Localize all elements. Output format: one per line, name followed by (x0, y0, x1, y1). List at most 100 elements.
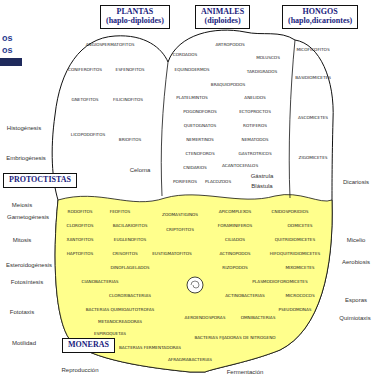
taxon-label: ZIGOMICETES (299, 156, 328, 160)
taxon-label: FORAMINIFEROS (218, 224, 252, 228)
taxon-label: CIANOBACTERIAS (82, 280, 119, 284)
process-label: Embriogénesis (6, 155, 46, 161)
kingdom-name: PLANTAS (106, 8, 164, 17)
ploidy-note: (haplo,dicariontes) (288, 17, 352, 26)
taxon-label: RIZOPODOS (222, 266, 247, 270)
taxon-label: EUSTIGMATOFITOS (152, 252, 192, 256)
taxon-label: ANELIDOS (244, 96, 265, 100)
taxon-label: AFRAGMABACTERIAS (168, 358, 212, 362)
process-label: Fotosíntesis (11, 279, 43, 285)
taxon-label: BRIOFITOS (119, 138, 141, 142)
taxon-label: BASIDIOMICETES (295, 76, 331, 80)
process-label: Fermentación (227, 369, 264, 375)
taxon-label: BACTERIAS QUIMIOAUTOTROFAS (86, 308, 155, 312)
taxon-label: ACANTOCEFALOS (222, 164, 258, 168)
taxon-label: XANTOFITOS (67, 238, 94, 242)
taxon-label: OMNIBACTERIAS (241, 316, 276, 320)
taxon-label: ASCOMICETES (298, 116, 328, 120)
fragment-text: os (2, 46, 13, 55)
taxon-label: CNIDOSPORIDIOS (272, 210, 309, 214)
taxon-label: HAPTOFITOS (67, 252, 94, 256)
taxon-label: ACTINOPODOS (220, 252, 251, 256)
kingdom-heading-box: HONGOS(haplo,dicariontes) (282, 5, 358, 29)
taxon-label: PSEUDOMONAS (279, 308, 312, 312)
kingdom-heading-box: PLANTAS(haplo-diploides) (100, 5, 170, 29)
taxon-label: CILIADOS (225, 238, 245, 242)
taxon-label: AEROENDOSPORAS (185, 316, 226, 320)
taxon-label: BRAQUIOPODOS (211, 83, 245, 87)
taxon-label: EUGLENOFITOS (114, 238, 147, 242)
taxon-label: CRISOFITOS (112, 252, 137, 256)
process-label: Fototaxis (10, 309, 34, 315)
process-label: Quimiotaxis (339, 315, 370, 321)
taxon-label: CLOROXIBACTERIAS (109, 294, 151, 298)
taxon-label: QUITRIDIOMICETES (275, 238, 315, 242)
taxon-label: ROTIFEROS (243, 124, 267, 128)
process-label: Reproducción (61, 367, 98, 373)
taxon-label: FEOFITOS (110, 210, 131, 214)
kingdom-name: HONGOS (288, 8, 352, 17)
taxon-label: GASTROTRICOS (238, 152, 271, 156)
taxon-label: ECTOPROCTOS (239, 110, 271, 114)
taxon-label: OOMICETES (288, 224, 313, 228)
ploidy-note: (haplo-diploides) (106, 17, 164, 26)
taxon-label: CORDADOS (173, 53, 197, 57)
process-label: Esporas (345, 297, 367, 303)
taxon-label: HIFOQUITRIDIOMICETES (270, 252, 320, 256)
tree-outline (52, 30, 333, 372)
taxon-label: BACILARIOFITOS (113, 224, 148, 228)
taxon-label: CLOROFITOS (67, 224, 94, 228)
taxon-label: LICOPODOFITOS (71, 133, 105, 137)
taxon-label: MOLUSCOS (256, 56, 280, 60)
taxon-label: MIXOMICETES (285, 266, 314, 270)
taxon-label: EQUINODERMOS (174, 68, 209, 72)
fragment-text: os (2, 34, 13, 43)
taxon-label: MICOFICOFITOS (296, 48, 329, 52)
taxon-label: TARDIGRADOS (247, 70, 278, 74)
process-label: Gástrula (251, 173, 274, 179)
kingdom-heading-box: ANIMALES(diploides) (195, 5, 250, 29)
process-label: Aerobiosis (342, 259, 370, 265)
process-label: Celoma (130, 167, 151, 173)
process-label: Micelio (347, 237, 366, 243)
process-label: Dicariosis (343, 179, 369, 185)
lobe-divider (161, 62, 168, 196)
process-label: Histogénesis (7, 125, 41, 131)
taxon-label: FILICINOFITOS (113, 98, 143, 102)
process-label: Gametogénesis (7, 214, 49, 220)
ploidy-note: (diploides) (201, 17, 244, 26)
process-label: Mitosis (13, 237, 32, 243)
taxon-label: MICROCOCOS (285, 294, 314, 298)
taxon-label: ANGIOSPERMATOFITOS (86, 43, 135, 47)
taxon-label: ACTINOBACTERIAS (225, 294, 264, 298)
taxon-label: NEMATODOS (242, 138, 269, 142)
origin-spiral (191, 281, 199, 288)
taxon-label: ESFENOFITOS (116, 68, 145, 72)
taxon-label: NEMERTINOS (186, 138, 214, 142)
taxon-label: METANOCREADORAS (98, 320, 142, 324)
taxon-label: RODOFITOS (68, 210, 93, 214)
taxon-label: PLACOZOOS (205, 180, 231, 184)
lobe-divider (289, 40, 295, 198)
kingdom-name: PROTOCTISTAS (9, 176, 71, 185)
taxon-label: CTENOFOROS (185, 152, 214, 156)
taxon-label: ZOOMASTIGINOS (162, 213, 198, 217)
taxon-label: ARTROPODOS (215, 43, 244, 47)
header-bar (0, 58, 22, 66)
process-label: Meiosis (12, 202, 32, 208)
kingdom-name: ANIMALES (201, 8, 244, 17)
taxon-label: CRIPTOFITOS (166, 228, 194, 232)
protoctist-monera-region (55, 195, 332, 372)
process-label: Blástula (251, 183, 272, 189)
process-label: Motilidad (12, 340, 36, 346)
taxon-label: DINOFLAGELADOS (111, 266, 150, 270)
taxon-label: QUETOGNATOS (184, 124, 216, 128)
taxon-label: BACTERIAS FIJADORAS DE NITROGENO (194, 336, 275, 340)
kingdom-name: MONERAS (68, 341, 109, 350)
taxon-label: CNIDARIOS (183, 166, 206, 170)
taxon-label: GNETOFITOS (71, 98, 98, 102)
taxon-label: PLATELMINTOS (176, 96, 208, 100)
taxon-label: PORIFEROS (173, 180, 197, 184)
process-label: Esteroidogénesis (6, 262, 52, 268)
taxon-label: APICOMPLEXOS (219, 210, 252, 214)
